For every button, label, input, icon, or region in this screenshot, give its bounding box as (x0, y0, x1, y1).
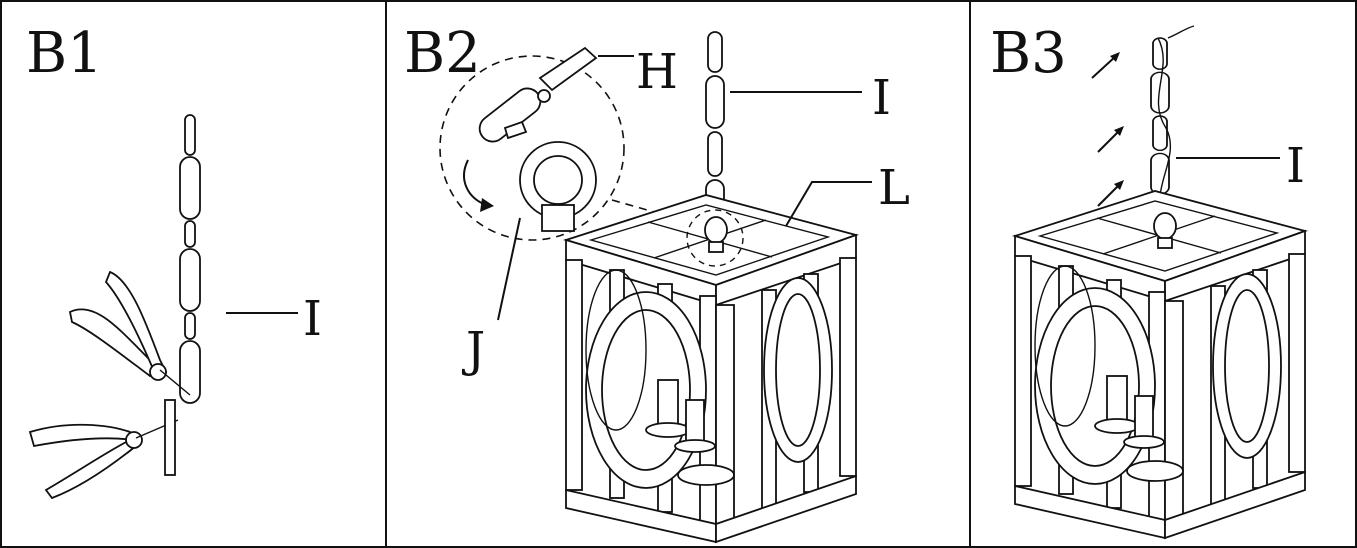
callout-i: I (1286, 138, 1305, 194)
arrowhead-icon (480, 198, 494, 212)
cage-lamp-l (565, 194, 857, 543)
callout-l: L (878, 160, 910, 216)
cage-lamp (1014, 190, 1306, 539)
panel-b3: B3 I (990, 21, 1306, 539)
panel-b2: B2 H I L J (404, 21, 910, 543)
step-label-b1: B1 (26, 21, 103, 86)
rotate-arrow-icon (463, 159, 487, 206)
callout-j: J (461, 322, 485, 378)
arrow-up-icon (1091, 52, 1124, 207)
callout-i: I (872, 70, 891, 126)
step-label-b3: B3 (990, 21, 1067, 86)
leader-line-j (497, 217, 521, 321)
detail-circle (439, 55, 625, 241)
step-label-b2: B2 (404, 21, 481, 86)
detail-ring-j (519, 141, 597, 232)
detail-source-circle (686, 209, 744, 267)
pliers-icon (28, 270, 191, 500)
callout-i: I (303, 291, 322, 347)
detail-hook-h (478, 46, 598, 143)
callout-h: H (636, 44, 678, 100)
leader-line-l (785, 181, 872, 227)
chain-i (179, 114, 201, 404)
panel-b1: B1 I (26, 21, 322, 500)
